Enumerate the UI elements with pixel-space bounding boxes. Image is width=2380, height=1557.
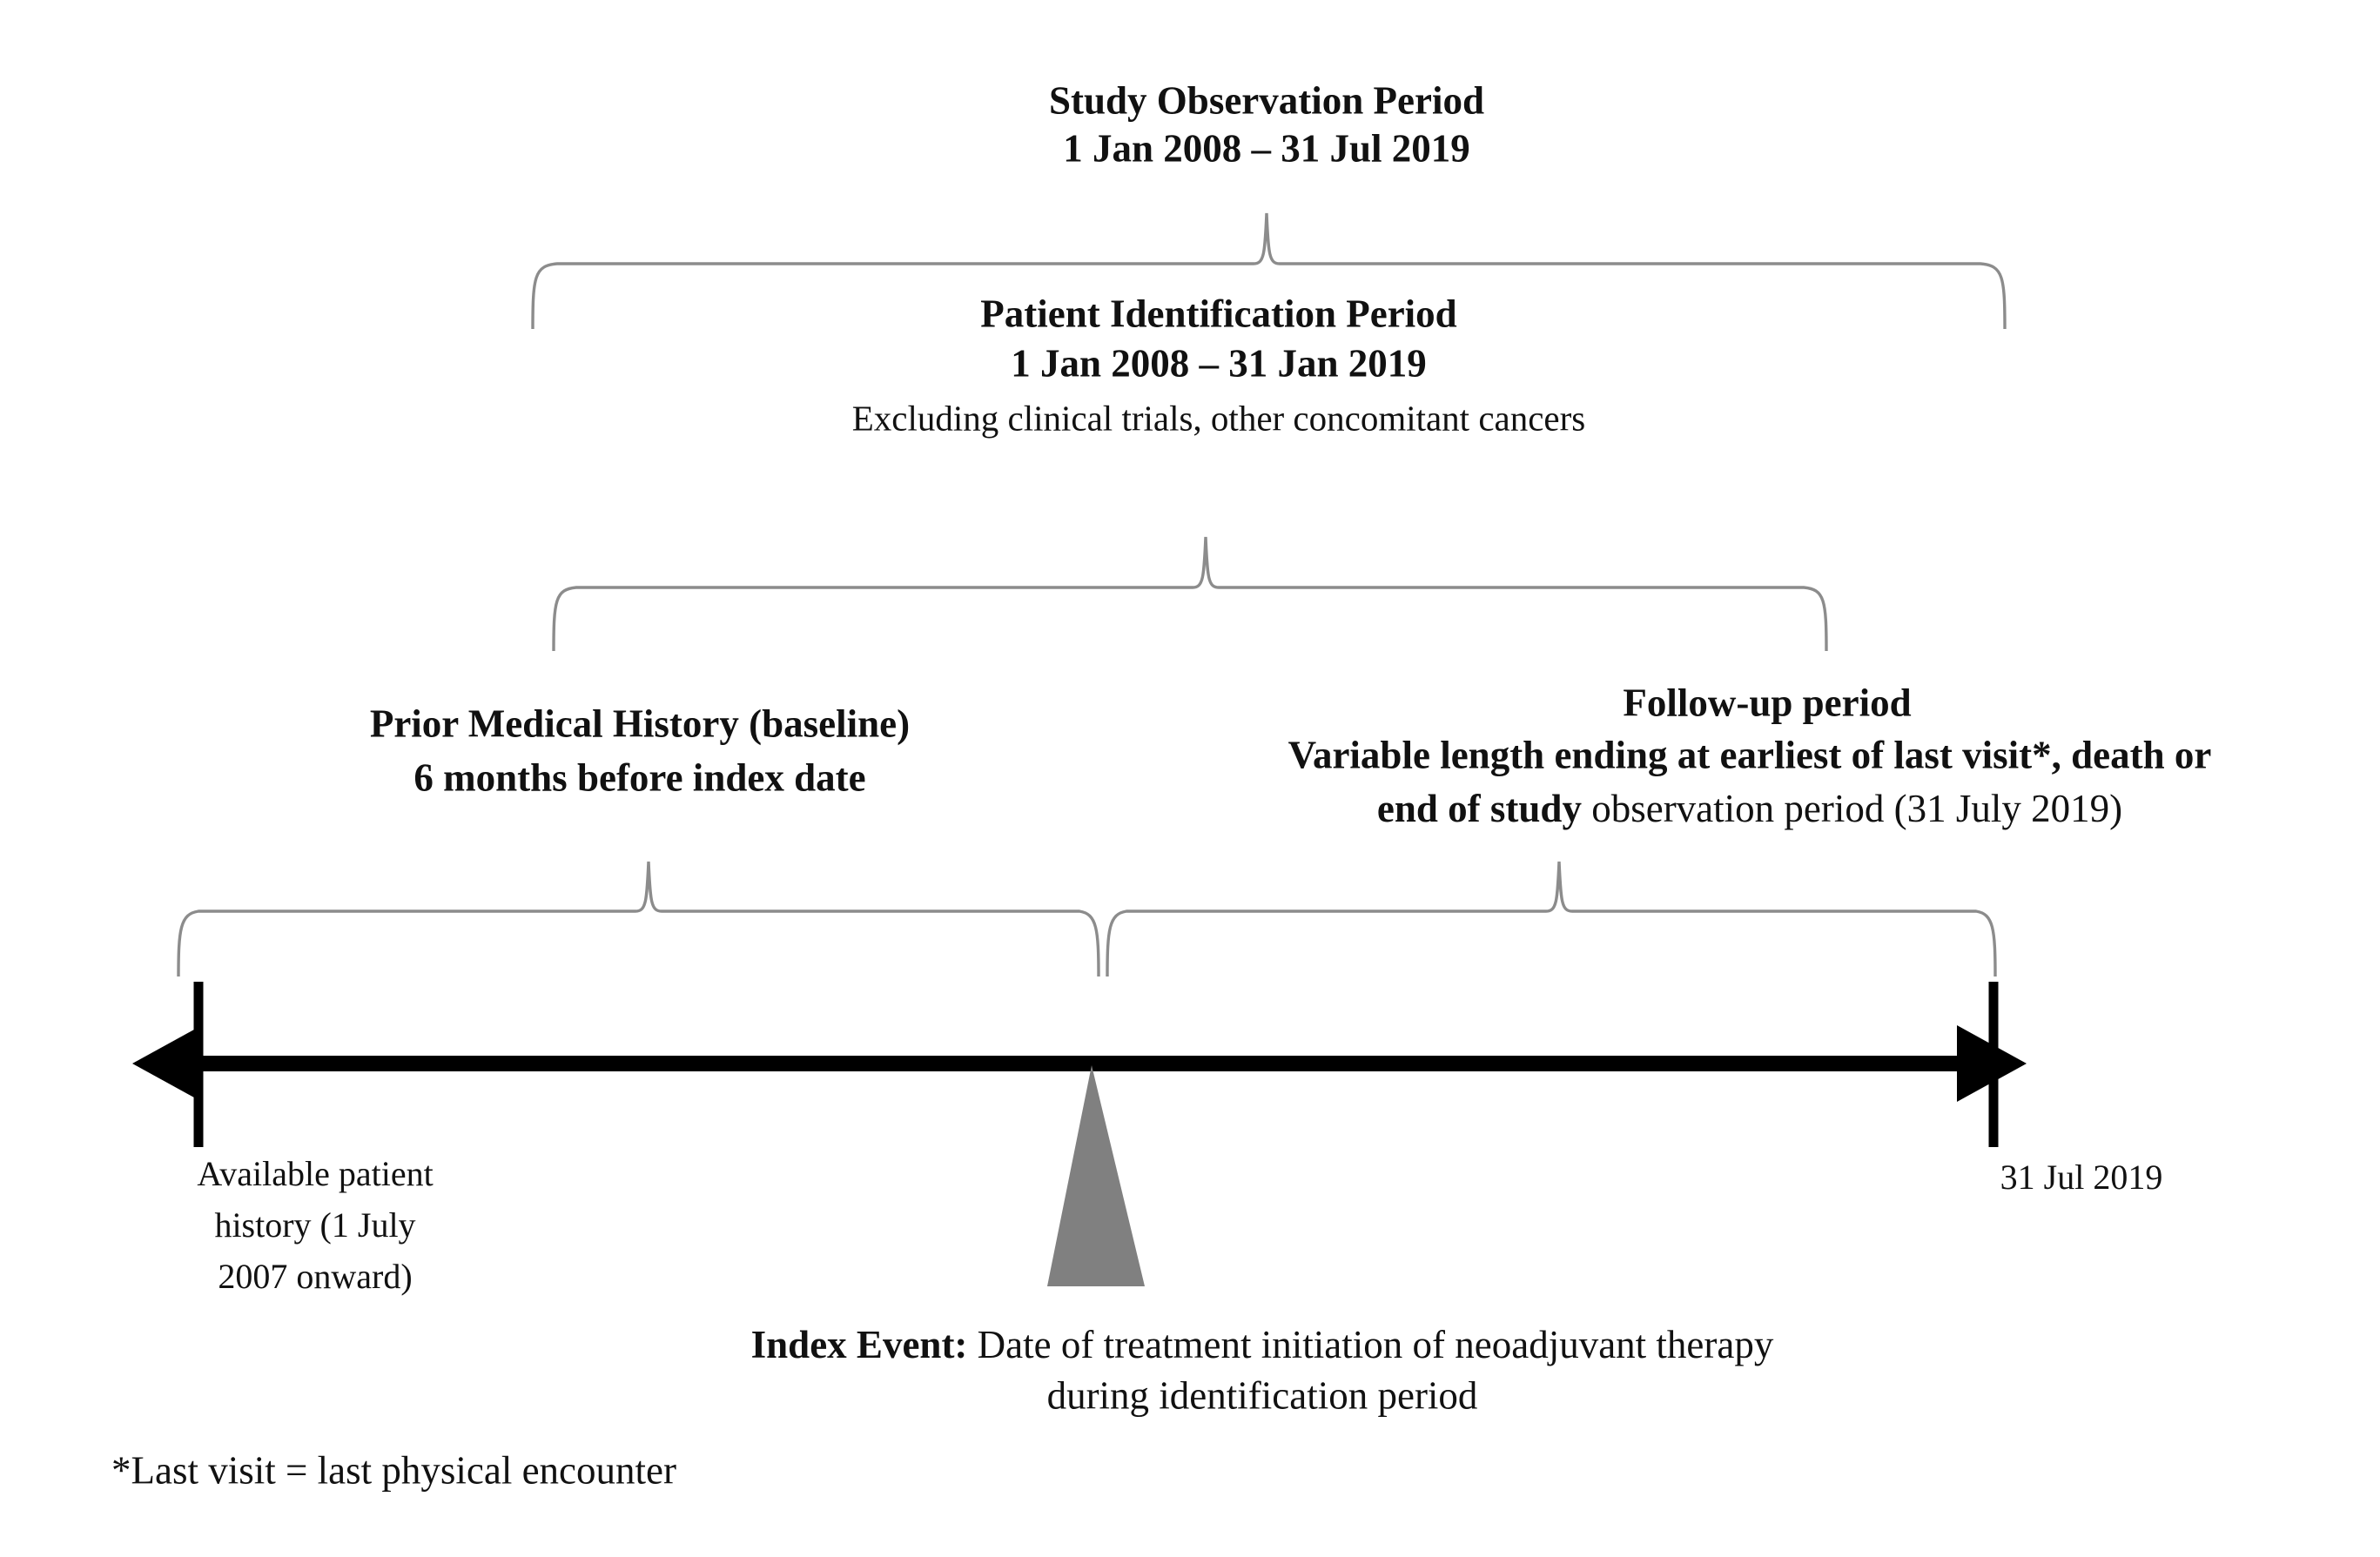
study-observation-period-dates: 1 Jan 2008 – 31 Jul 2019 xyxy=(1063,126,1470,170)
patient-identification-period-block: Patient Identification Period 1 Jan 2008… xyxy=(852,292,1585,438)
prior-medical-history-title: Prior Medical History (baseline) xyxy=(370,701,910,745)
prior-medical-history-detail: 6 months before index date xyxy=(413,755,865,799)
timeline-start-label-line2: history (1 July xyxy=(214,1205,415,1245)
follow-up-period-detail-line2: end of study observation period (31 July… xyxy=(1377,787,2122,830)
follow-up-period-block: Follow-up period Variable length ending … xyxy=(1288,681,2212,830)
index-event-caption-line2: during identification period xyxy=(1047,1373,1478,1417)
brace-identification-split xyxy=(552,536,1828,652)
brace-path-level2 xyxy=(552,536,1828,652)
index-event-caption: Index Event: Date of treatment initiatio… xyxy=(751,1323,1774,1417)
study-observation-period-block: Study Observation Period 1 Jan 2008 – 31… xyxy=(1049,78,1484,170)
footnote-last-visit: *Last visit = last physical encounter xyxy=(111,1448,676,1492)
index-event-triangle-icon xyxy=(1047,1065,1145,1286)
index-event-marker xyxy=(1047,1065,1145,1286)
follow-up-detail-bold-part: end of study xyxy=(1377,787,1583,830)
patient-identification-exclusions: Excluding clinical trials, other concomi… xyxy=(852,398,1585,438)
timeline-axis xyxy=(132,982,2027,1147)
index-event-label-bold: Index Event: xyxy=(751,1323,968,1366)
brace-baseline-window xyxy=(177,861,1100,977)
follow-up-period-title: Follow-up period xyxy=(1623,681,1911,724)
study-observation-period-title: Study Observation Period xyxy=(1049,78,1484,122)
brace-followup-window xyxy=(1106,861,1997,977)
patient-identification-period-title: Patient Identification Period xyxy=(980,292,1456,335)
brace-study-observation xyxy=(531,212,2007,330)
timeline-end-label: 31 Jul 2019 xyxy=(2000,1158,2163,1197)
brace-path-baseline xyxy=(177,861,1100,977)
timeline-start-label-line1: Available patient xyxy=(197,1154,433,1193)
brace-path-followup xyxy=(1106,861,1997,977)
index-event-label-rest: Date of treatment initiation of neoadjuv… xyxy=(967,1323,1773,1366)
index-event-caption-line1: Index Event: Date of treatment initiatio… xyxy=(751,1323,1774,1366)
prior-medical-history-block: Prior Medical History (baseline) 6 month… xyxy=(370,701,910,799)
timeline-left-arrowhead xyxy=(132,1025,202,1102)
follow-up-detail-regular-part: observation period (31 July 2019) xyxy=(1582,787,2122,830)
follow-up-period-detail-line1: Variable length ending at earliest of la… xyxy=(1288,733,2212,776)
timeline-start-label-line3: 2007 onward) xyxy=(218,1257,412,1296)
patient-identification-period-dates: 1 Jan 2008 – 31 Jan 2019 xyxy=(1011,341,1427,385)
brace-path-level1 xyxy=(531,212,2007,330)
timeline-start-label: Available patient history (1 July 2007 o… xyxy=(197,1154,433,1296)
